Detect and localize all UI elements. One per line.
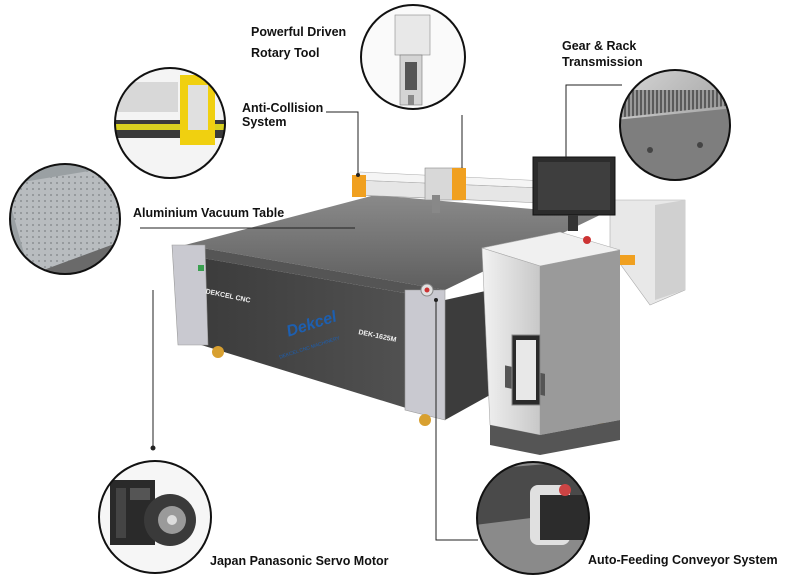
emergency-button bbox=[583, 236, 591, 244]
control-cabinet-side bbox=[540, 250, 620, 435]
wheel bbox=[212, 346, 224, 358]
tool-spindle bbox=[432, 195, 440, 213]
conveyor-detail bbox=[477, 462, 589, 574]
wheel bbox=[419, 414, 431, 426]
callout-rotary-tool-line2: Rotary Tool bbox=[251, 46, 320, 60]
leader-lines bbox=[140, 84, 622, 541]
left-end-cap bbox=[171, 244, 209, 346]
cabinet-base bbox=[490, 420, 620, 455]
table-front-edge bbox=[185, 245, 445, 300]
monitor-stand bbox=[568, 215, 578, 231]
callout-rotary-tool-line1: Powerful Driven bbox=[251, 25, 347, 39]
machine-body bbox=[185, 255, 445, 420]
callout-anti-collision-line2: System bbox=[242, 115, 287, 129]
gantry-head-yellow bbox=[452, 168, 466, 200]
table-surface bbox=[185, 195, 600, 290]
anti-collision-detail bbox=[115, 68, 225, 178]
vacuum-table-detail bbox=[10, 164, 120, 274]
left-green-bolt bbox=[198, 265, 204, 271]
callout-conveyor: Auto-Feeding Conveyor System bbox=[588, 553, 778, 567]
gear-rack-detail bbox=[620, 70, 730, 180]
callout-anti-collision-line1: Anti-Collision bbox=[242, 101, 324, 115]
body-right-side bbox=[445, 290, 490, 420]
callout-vacuum-table: Aluminium Vacuum Table bbox=[133, 206, 285, 220]
rear-side-panel bbox=[655, 200, 685, 300]
servo-motor-detail bbox=[99, 461, 211, 573]
callout-servo-motor: Japan Panasonic Servo Motor bbox=[210, 554, 389, 568]
right-end-cap bbox=[404, 289, 446, 421]
callout-gear-rack-line2: Transmission bbox=[562, 55, 643, 69]
gantry-left-yellow bbox=[352, 175, 366, 197]
rotary-tool-detail bbox=[361, 5, 465, 109]
callout-gear-rack-line1: Gear & Rack bbox=[562, 39, 637, 53]
